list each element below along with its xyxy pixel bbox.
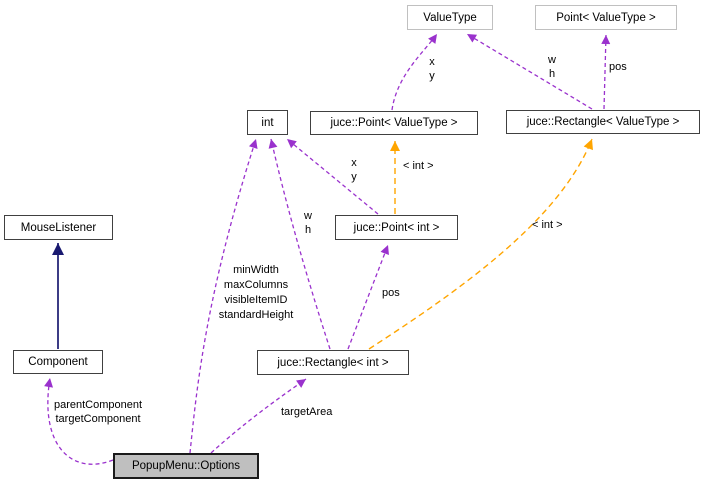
node-popupmenu-options: PopupMenu::Options (113, 453, 259, 479)
edge-point-valuetype-x-y (391, 33, 438, 111)
node-juce-rectangle-int[interactable]: juce::Rectangle< int > (257, 350, 409, 375)
node-valuetype: ValueType (407, 5, 493, 30)
edge-rectangle-int-w-h (268, 138, 331, 350)
edge-label-pos-mid: pos (382, 287, 400, 299)
edge-label-w-h-int: w h (304, 210, 312, 236)
edge-rectangle-int-pos (347, 244, 389, 350)
edge-label-template-int-point: < int > (403, 160, 434, 172)
edge-label-options-int-members: minWidth maxColumns visibleItemID standa… (218, 264, 294, 321)
edge-rectangle-valuetype-pos (601, 34, 611, 110)
edge-options-parentcomponent-targetcomponent (44, 377, 114, 465)
edge-label-x-y-int: x y (351, 157, 357, 183)
node-juce-point-int[interactable]: juce::Point< int > (335, 215, 458, 240)
edge-label-targetarea: targetArea (281, 406, 333, 418)
edge-label-w-h-valuetype: w h (548, 54, 556, 80)
edge-label-parentcomponent-targetcomponent: parentComponent targetComponent (53, 399, 143, 425)
node-mouselistener[interactable]: MouseListener (4, 215, 113, 240)
node-component[interactable]: Component (13, 350, 103, 374)
edge-options-targetarea (210, 378, 307, 454)
node-juce-point-valuetype[interactable]: juce::Point< ValueType > (310, 111, 478, 135)
edge-point-int-x-y (286, 138, 379, 215)
edge-template-rectangle-int-instantiation (368, 138, 593, 350)
node-point-valuetype: Point< ValueType > (535, 5, 677, 30)
node-juce-rectangle-valuetype[interactable]: juce::Rectangle< ValueType > (506, 110, 700, 134)
node-int: int (247, 110, 288, 135)
edge-label-pos-top: pos (609, 61, 627, 73)
edge-label-template-int-rectangle: < int > (532, 219, 563, 231)
edge-label-x-y-valuetype: x y (429, 56, 435, 82)
edge-rectangle-valuetype-w-h (466, 33, 593, 110)
edge-options-int-members (189, 138, 258, 454)
